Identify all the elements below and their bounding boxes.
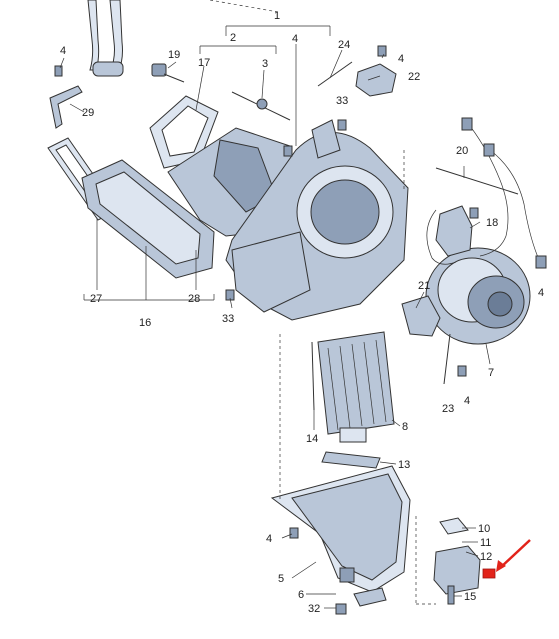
heater-pipes <box>87 0 124 77</box>
callout-4: 4 <box>60 45 66 57</box>
flap-22 <box>355 63 397 97</box>
screw-4d <box>457 365 467 377</box>
rod-14 <box>311 341 315 411</box>
callout-27: 27 <box>90 293 102 305</box>
callout-12: 12 <box>480 551 492 563</box>
rod-23 <box>443 333 451 385</box>
callout-22: 22 <box>408 71 420 83</box>
seal-17 <box>149 95 219 169</box>
callout-16: 16 <box>139 317 151 329</box>
callout-33: 33 <box>336 95 348 107</box>
callout-10: 10 <box>478 523 490 535</box>
callout-11: 11 <box>480 537 491 549</box>
callout-23: 23 <box>442 403 454 415</box>
callout-21: 21 <box>418 280 430 292</box>
leader-lines <box>59 0 491 609</box>
callout-1: 1 <box>274 10 280 22</box>
callout-24: 24 <box>338 39 350 51</box>
screw-19 <box>151 63 185 83</box>
bracket-13 <box>321 451 381 469</box>
callout-32: 32 <box>308 603 320 615</box>
callout-29: 29 <box>82 107 94 119</box>
screw-33b <box>225 289 235 301</box>
rod-24 <box>317 61 353 87</box>
callout-14: 14 <box>306 433 318 445</box>
callout-20: 20 <box>456 145 468 157</box>
callout-3: 3 <box>262 58 268 70</box>
callout-4: 4 <box>538 287 544 299</box>
distributor-housing <box>167 119 409 321</box>
callout-4: 4 <box>398 53 404 65</box>
blower-fan <box>425 247 531 345</box>
resistor-18 <box>426 117 547 269</box>
drain-tray <box>270 465 411 593</box>
clip-32 <box>335 603 347 615</box>
callout-4: 4 <box>292 33 298 45</box>
highlight-arrow-icon <box>499 539 531 569</box>
callout-33: 33 <box>222 313 234 325</box>
screw-4b <box>283 145 293 157</box>
callout-19: 19 <box>168 49 180 61</box>
callout-labels: 1 2 3 4 4 4 4 4 4 5 6 7 8 10 11 12 13 14… <box>60 10 544 615</box>
valve-highlight <box>482 568 496 579</box>
callout-5: 5 <box>278 573 284 585</box>
expansion-valve <box>433 517 531 605</box>
screw-4c <box>289 527 299 539</box>
actuator-21 <box>401 295 441 337</box>
screw-33a <box>337 119 347 131</box>
evaporator <box>317 331 395 443</box>
callout-4: 4 <box>266 533 272 545</box>
callout-15: 15 <box>464 591 476 603</box>
rod-20 <box>435 167 519 195</box>
screw-4a <box>54 65 63 77</box>
callout-8: 8 <box>402 421 408 433</box>
screw-4e <box>469 207 479 219</box>
bracket-29 <box>49 85 83 129</box>
callout-6: 6 <box>298 589 304 601</box>
plate-6 <box>353 587 387 607</box>
callout-7: 7 <box>488 367 494 379</box>
callout-18: 18 <box>486 217 498 229</box>
callout-2: 2 <box>230 32 236 44</box>
callout-17: 17 <box>198 57 210 69</box>
callout-4: 4 <box>464 395 470 407</box>
callout-13: 13 <box>398 459 410 471</box>
callout-28: 28 <box>188 293 200 305</box>
